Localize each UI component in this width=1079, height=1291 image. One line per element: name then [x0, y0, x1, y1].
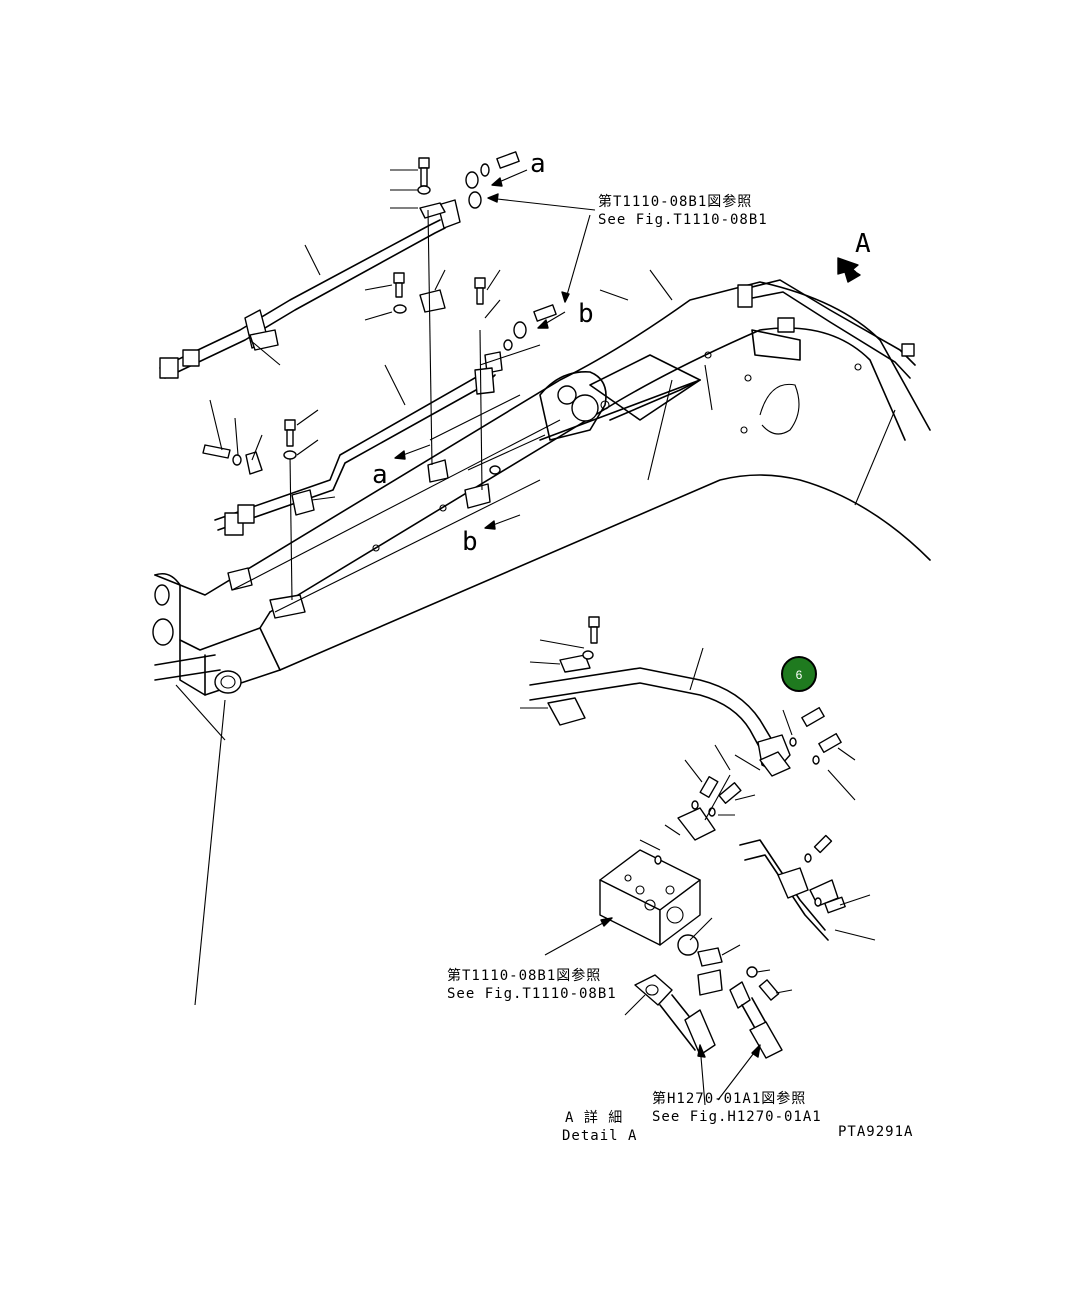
boom-body — [152, 281, 931, 1006]
label-b-top: b — [578, 299, 594, 329]
label-a-top: a — [530, 149, 546, 179]
leader-lines-upper — [209, 169, 896, 506]
callout-6[interactable]: 6 — [781, 656, 817, 692]
ref2-en: See Fig.T1110-08B1 — [447, 986, 617, 1002]
upper-pipe-2 — [214, 351, 503, 536]
right-top-pipes — [737, 279, 916, 379]
detail-jp: A 詳 細 — [565, 1110, 623, 1126]
callout-6-circle[interactable] — [781, 656, 817, 692]
ref2-jp: 第T1110-08B1図参照 — [447, 967, 601, 984]
label-view-a: A — [855, 229, 871, 259]
clamp-brackets — [227, 209, 561, 619]
ref1-jp: 第T1110-08B1図参照 — [598, 193, 752, 210]
ref1-en: See Fig.T1110-08B1 — [598, 212, 768, 228]
label-a-lower: a — [372, 460, 388, 490]
view-arrow-a — [837, 257, 861, 283]
arrows-a-b — [394, 169, 566, 530]
ref-leaders-upper — [487, 193, 596, 303]
drawing-number: PTA9291A — [838, 1124, 913, 1140]
callout-6-number[interactable]: 6 — [796, 668, 803, 682]
detail-en: Detail A — [562, 1128, 637, 1144]
label-b-lower: b — [462, 527, 478, 557]
ref3-en: See Fig.H1270-01A1 — [652, 1109, 822, 1125]
bolts-upper — [202, 151, 557, 475]
upper-pipe-1 — [159, 199, 461, 379]
detail-a — [520, 616, 876, 1106]
ref3-jp: 第H1270-01A1図参照 — [652, 1090, 806, 1107]
